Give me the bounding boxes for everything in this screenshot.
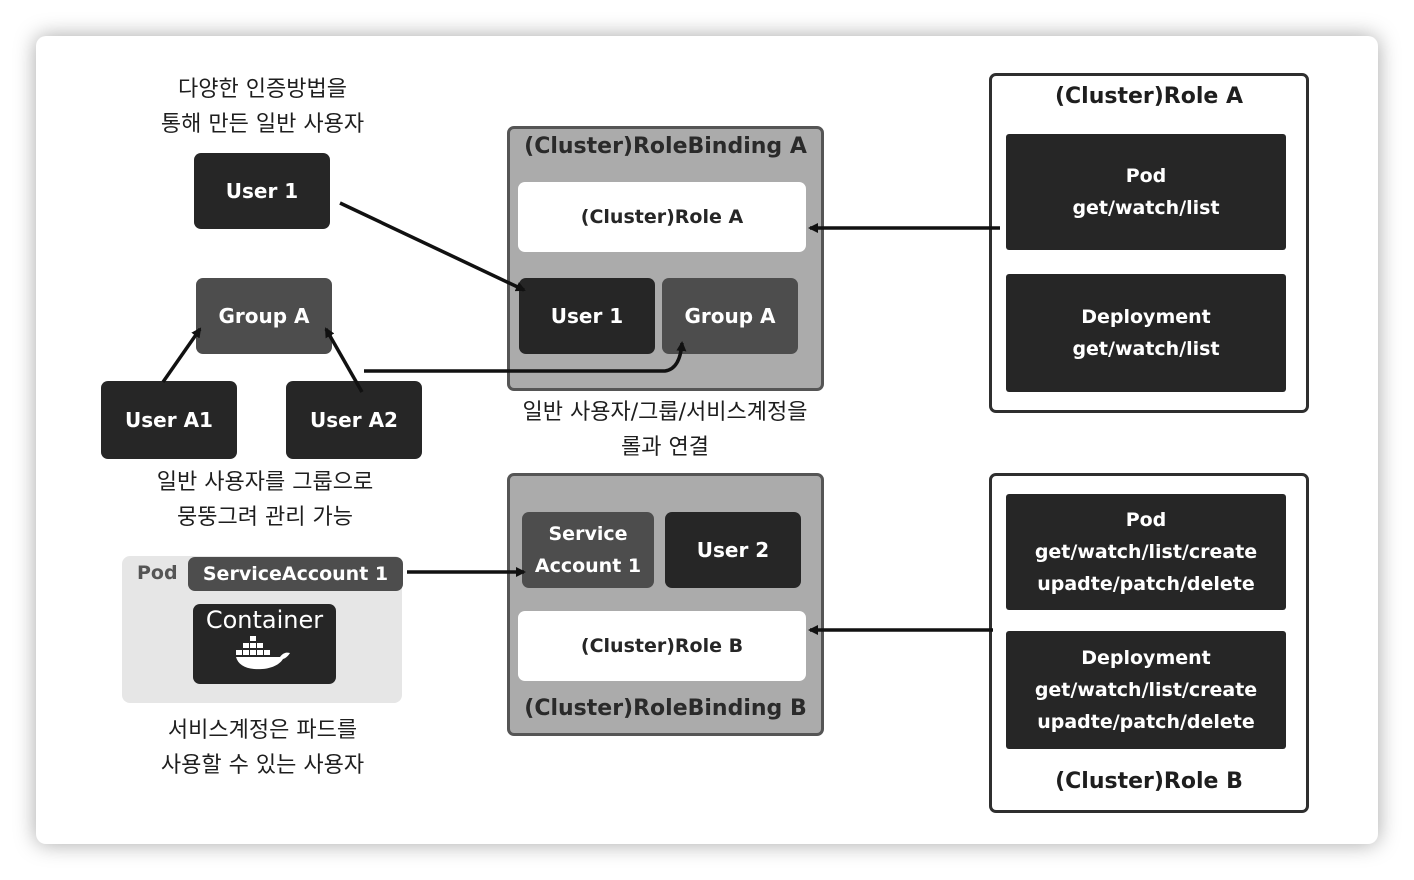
service-account-badge: ServiceAccount 1 [188,557,403,591]
rule-resource: Deployment [1081,647,1211,669]
user-caption: 다양한 인증방법을 통해 만든 일반 사용자 [110,72,415,142]
group-caption-line2: 뭉뚱그려 관리 가능 [177,505,353,530]
rule-resource: Pod [1125,165,1167,187]
rolebinding-b-subject-user2: User 2 [665,512,801,588]
role-b-title: (Cluster)Role B [1055,769,1243,794]
sa-caption-line1: 서비스계정은 파드를 [167,718,358,743]
role-a-rule-deployment: Deployment get/watch/list [1006,274,1286,392]
sa-line2: Account 1 [534,555,642,577]
group-a-box: Group A [196,278,332,354]
sa-line1: Service [548,523,628,545]
rolebinding-a-roleref: (Cluster)Role A [518,182,806,252]
user-a2-box: User A2 [286,381,422,459]
rule-verbs: get/watch/list [1072,338,1220,360]
sa-caption-line2: 사용할 수 있는 사용자 [160,753,365,778]
pod-label: Pod [137,562,178,584]
rolebinding-a-subject-user1: User 1 [519,278,655,354]
rule-verbs-line1: get/watch/list/create [1034,679,1258,701]
arrow-usera1-to-group [161,327,202,384]
arrow-usera2-to-group [324,327,364,393]
arrow-group-to-binding [364,341,687,373]
role-b-rule-pod: Pod get/watch/list/create upadte/patch/d… [1006,494,1286,610]
container-box: Container [193,604,336,684]
rule-verbs-line1: get/watch/list/create [1034,541,1258,563]
group-caption: 일반 사용자를 그룹으로 뭉뚱그려 관리 가능 [110,465,420,535]
binding-caption: 일반 사용자/그룹/서비스계정을 롤과 연결 [480,395,850,465]
container-label: Container [205,606,324,634]
user-caption-line2: 통해 만든 일반 사용자 [160,112,365,137]
user-caption-line1: 다양한 인증방법을 [178,77,347,102]
rolebinding-b-title: (Cluster)RoleBinding B [524,696,807,721]
rule-verbs-line2: upadte/patch/delete [1037,573,1255,595]
user-a1-box: User A1 [101,381,237,459]
rule-verbs-line2: upadte/patch/delete [1037,711,1255,733]
docker-whale-icon [235,636,290,670]
rolebinding-a-title: (Cluster)RoleBinding A [524,134,807,159]
role-a-rule-pod: Pod get/watch/list [1006,134,1286,250]
sa-caption: 서비스계정은 파드를 사용할 수 있는 사용자 [110,713,415,783]
role-a-title: (Cluster)Role A [1054,84,1244,109]
user1-box: User 1 [194,153,330,229]
binding-caption-line2: 롤과 연결 [621,435,709,460]
group-caption-line1: 일반 사용자를 그룹으로 [156,470,374,495]
role-b-rule-deployment: Deployment get/watch/list/create upadte/… [1006,631,1286,749]
rolebinding-b-roleref: (Cluster)Role B [518,611,806,681]
rule-verbs: get/watch/list [1072,197,1220,219]
binding-caption-line1: 일반 사용자/그룹/서비스계정을 [522,400,808,425]
arrow-user1-to-binding [339,201,526,292]
rolebinding-b-subject-sa: Service Account 1 [522,512,654,588]
rule-resource: Deployment [1081,306,1211,328]
rule-resource: Pod [1125,509,1167,531]
